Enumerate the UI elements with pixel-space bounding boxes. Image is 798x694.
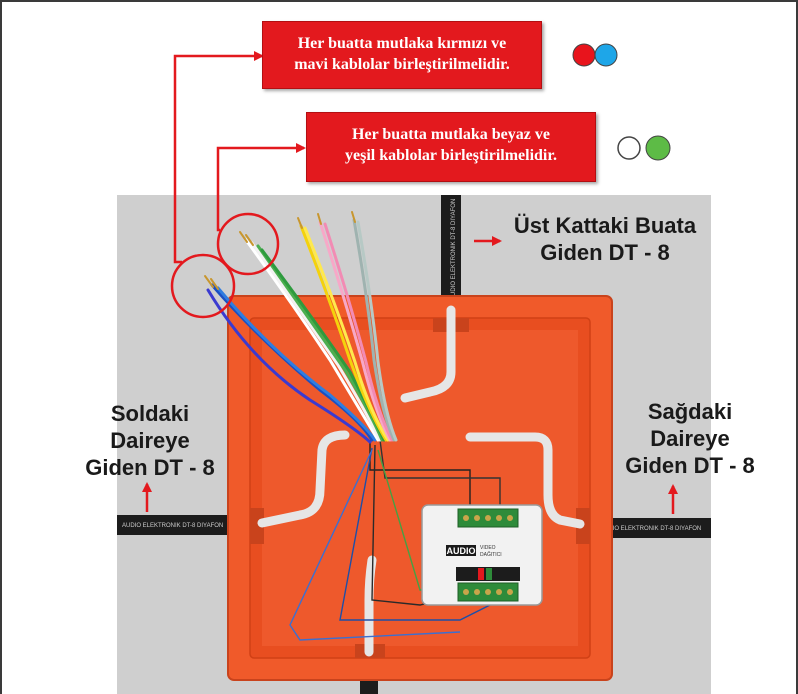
dot-blue — [594, 43, 618, 67]
connector-arrow-white-green — [216, 143, 306, 232]
cable-print-right: AUDIO ELEKTRONIK DT-8 DIYAFON — [600, 526, 701, 532]
cable-top: AUDIO ELEKTRONIK DT-8 DIYAFON — [441, 195, 461, 310]
callout-red-blue-line2: mavi kablolar birleştirilmelidir. — [294, 56, 510, 73]
label-right-apartment-cable: Sağdaki Daireye Giden DT - 8 — [605, 398, 775, 479]
callout-white-green-line1: Her buatta mutlaka beyaz ve — [352, 126, 550, 143]
callout-red-blue-line1: Her buatta mutlaka kırmızı ve — [297, 35, 507, 52]
label-right-line1: Sağdaki — [647, 399, 733, 424]
dot-red — [572, 43, 596, 67]
callout-red-blue-wires: Her buatta mutlaka kırmızı ve mavi kablo… — [262, 21, 542, 89]
cable-print-top: AUDIO ELEKTRONIK DT-8 DIYAFON — [451, 199, 457, 300]
highlight-circle-red-blue — [170, 253, 236, 319]
cable-left: AUDIO ELEKTRONIK DT-8 DIYAFON — [117, 515, 257, 535]
label-left-line1: Soldaki — [110, 401, 190, 426]
highlight-circle-white-green — [216, 212, 280, 276]
label-right-line2: Daireye — [650, 426, 730, 451]
cable-print-left: AUDIO ELEKTRONIK DT-8 DIYAFON — [122, 523, 223, 529]
label-right-line3: Giden DT - 8 — [625, 453, 755, 478]
label-left-line3: Giden DT - 8 — [85, 455, 215, 480]
dot-white — [617, 136, 641, 160]
video-distributor-module: AUDIO VIDEO DAĞITICI — [421, 504, 543, 606]
sheathed-cables — [257, 305, 585, 657]
wire-bundle — [206, 218, 398, 444]
connector-arrow-red-blue — [173, 51, 264, 264]
module-caption-line2: DAĞITICI — [480, 551, 502, 558]
label-upper-floor-cable: Üst Kattaki Buata Giden DT - 8 — [495, 212, 715, 266]
wire-tips — [204, 211, 356, 290]
dot-green — [645, 135, 671, 161]
junction-box — [227, 295, 613, 681]
callout-white-green-line2: yeşil kablolar birleştirilmelidir. — [345, 147, 557, 164]
module-caption-line1: VIDEO — [480, 545, 496, 551]
label-top-line2: Giden DT - 8 — [540, 240, 670, 265]
label-left-line2: Daireye — [110, 428, 190, 453]
label-left-apartment-cable: Soldaki Daireye Giden DT - 8 — [50, 400, 250, 481]
label-top-line1: Üst Kattaki Buata — [513, 213, 697, 238]
callout-white-green-wires: Her buatta mutlaka beyaz ve yeşil kablol… — [306, 112, 596, 182]
module-brand: AUDIO — [447, 546, 476, 556]
